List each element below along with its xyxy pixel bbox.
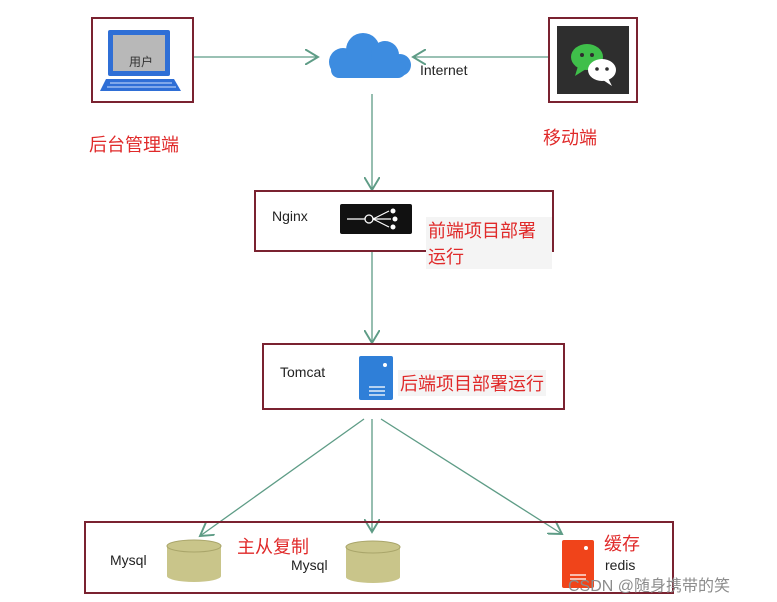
cache-note: 缓存 [604,534,640,554]
internet-label: Internet [420,62,468,78]
arrow-tomcat-to-mysql-primary [200,418,365,536]
computer-screen-text: 用户 [129,55,154,69]
nginx-note: 前端项目部署运行 [426,217,552,269]
arrow-tomcat-to-redis [380,418,562,534]
server-router-icon [340,204,412,234]
admin-client-caption: 后台管理端 [89,135,179,155]
mysql-secondary-label: Mysql [291,557,328,573]
tomcat-note: 后端项目部署运行 [398,370,546,396]
cloud-icon [329,33,411,78]
redis-icon [562,540,594,588]
computer-icon [100,30,181,91]
mysql-primary-label: Mysql [110,552,147,568]
mobile-client-caption: 移动端 [543,128,597,148]
nginx-box: Nginx 前端项目部署运行 [254,190,554,269]
server-icon [359,356,393,400]
replication-note: 主从复制 [237,537,309,557]
mobile-client-box [548,17,638,103]
redis-label: redis [605,557,636,573]
mysql-primary-database-icon [166,539,222,582]
mysql-secondary-database-icon [345,540,401,583]
tomcat-box: Tomcat 后端项目部署运行 [262,343,565,410]
watermark: CSDN @随身携带的笑 [568,578,731,595]
tomcat-label: Tomcat [280,364,326,380]
nginx-label: Nginx [272,208,308,224]
storage-box: Mysql 主从复制 Mysql 缓存 redis [84,521,674,594]
wechat-icon [557,26,629,94]
admin-client-box: 用户 [91,17,194,103]
